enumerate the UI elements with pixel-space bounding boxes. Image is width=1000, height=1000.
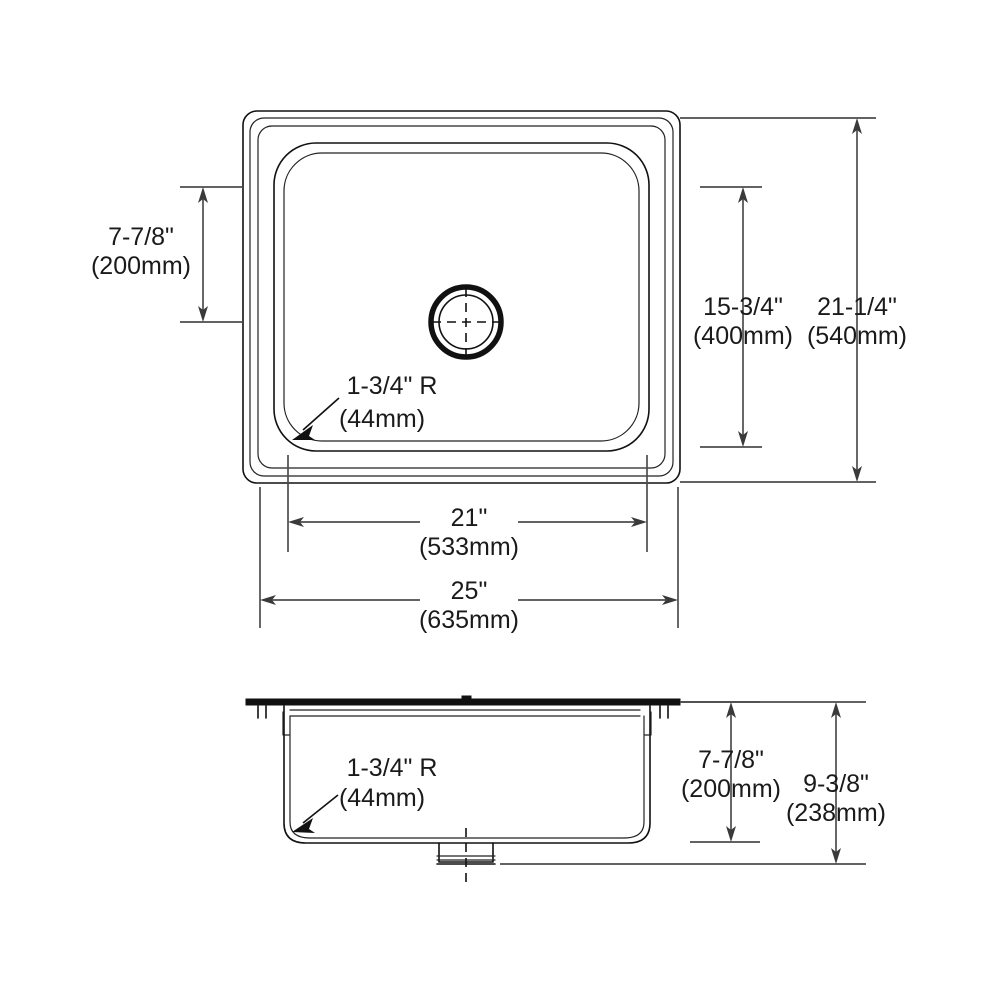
arrow-down (852, 466, 862, 482)
top-view-sink-body (242, 110, 681, 484)
dimension-side-7-7-8: 7-7/8" (200mm) (680, 701, 781, 843)
arrow-up (738, 187, 748, 203)
side-view-bowl-inner-wall-left (289, 715, 311, 839)
leader-line (302, 794, 339, 824)
arrow-up (852, 118, 862, 134)
top-view-rim-fold-line (249, 117, 674, 477)
top-view-rim-inner-line (257, 125, 666, 469)
arrow-right (631, 517, 647, 527)
dimension-top-21-1-4: 21-1/4" (540mm) (680, 117, 907, 483)
dimension-top-25-width: 25" (635mm) (259, 487, 679, 634)
dimension-top-21-width: 21" (533mm) (287, 455, 648, 561)
top-view-outer-rim-edge (242, 110, 681, 484)
dim-label-top-21-1-4-metric: (540mm) (807, 322, 907, 350)
leader-arrow (292, 425, 315, 440)
dimension-side-9-3-8: 9-3/8" (238mm) (500, 701, 886, 865)
arrow-down (198, 306, 208, 322)
side-view-drain-outlet (436, 828, 496, 886)
arrow-left (288, 517, 304, 527)
side-view-bowl-profile (283, 705, 651, 844)
side-view-mount-tab-right (644, 711, 652, 736)
callout-label-top-imperial: 1-3/4" R (347, 372, 438, 400)
callout-top-corner-radius: 1-3/4" R (44mm) (292, 372, 437, 440)
dimension-top-7-7-8: 7-7/8" (200mm) (91, 186, 243, 323)
drain-outer-ring (428, 284, 504, 360)
dim-label-side-7-7-8-metric: (200mm) (681, 775, 781, 803)
leader-line (302, 397, 340, 431)
dimension-top-15-3-4: 15-3/4" (400mm) (693, 186, 793, 448)
arrow-left (260, 595, 276, 605)
side-view-mount-tab-left (282, 711, 290, 736)
dim-label-top-25-imperial: 25" (451, 577, 488, 605)
callout-label-side-imperial: 1-3/4" R (347, 754, 438, 782)
top-view-drain (428, 284, 504, 360)
callout-side-corner-radius: 1-3/4" R (44mm) (292, 754, 437, 833)
arrow-up (831, 702, 841, 718)
side-view-rim-center-nub (461, 695, 472, 701)
dim-label-top-21-imperial: 21" (451, 504, 488, 532)
arrow-down (726, 826, 736, 842)
callout-label-side-metric: (44mm) (339, 784, 425, 812)
arrow-down (738, 431, 748, 447)
dim-label-top-15-3-4-imperial: 15-3/4" (703, 293, 783, 321)
dim-label-top-25-metric: (635mm) (419, 606, 519, 634)
arrow-up (198, 187, 208, 203)
callout-label-top-metric: (44mm) (339, 405, 425, 433)
arrow-up (726, 702, 736, 718)
dim-label-side-9-3-8-metric: (238mm) (786, 799, 886, 827)
arrow-right (662, 595, 678, 605)
top-view-bowl-opening (273, 142, 650, 452)
top-view-bowl-floor (283, 152, 640, 442)
leader-arrow (292, 818, 315, 833)
arrow-down (831, 848, 841, 864)
dim-label-side-9-3-8-imperial: 9-3/8" (803, 770, 869, 798)
side-view-bowl-inner-wall-right (623, 715, 645, 839)
dim-label-top-7-7-8-imperial: 7-7/8" (108, 223, 174, 251)
dim-label-top-21-metric: (533mm) (419, 533, 519, 561)
dim-label-top-21-1-4-imperial: 21-1/4" (817, 293, 897, 321)
side-view-clip-right (659, 705, 669, 719)
dim-label-top-15-3-4-metric: (400mm) (693, 322, 793, 350)
dim-label-side-7-7-8-imperial: 7-7/8" (698, 746, 764, 774)
dim-label-top-7-7-8-metric: (200mm) (91, 252, 191, 280)
side-view-clip-left (257, 705, 267, 719)
